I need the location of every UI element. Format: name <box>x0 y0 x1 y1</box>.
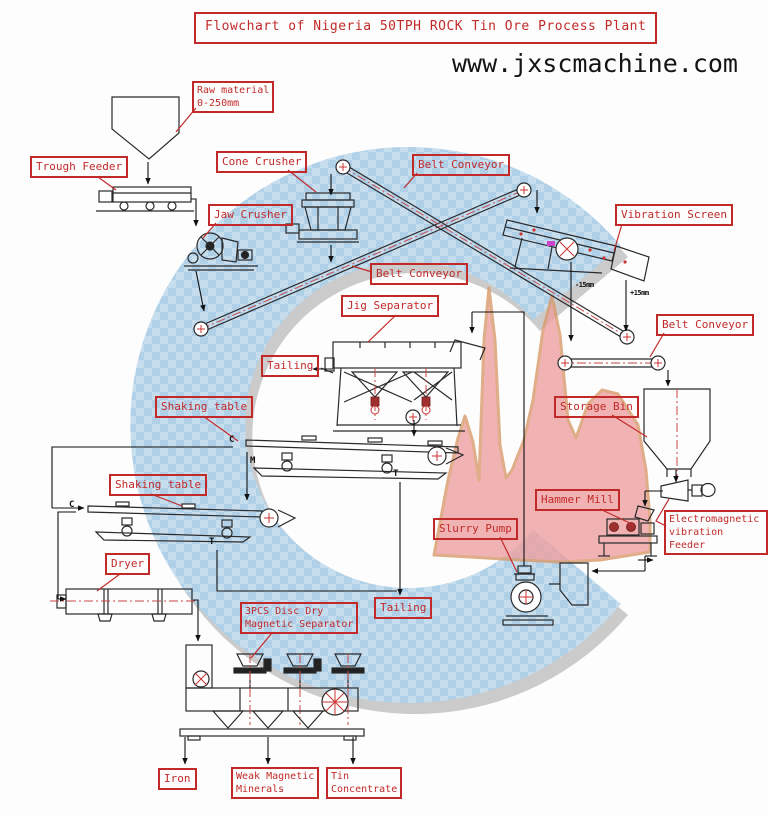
label-belt-conveyor-mid: Belt Conveyor <box>370 263 469 286</box>
website-url: www.jxscmachine.com <box>452 49 738 78</box>
disc-unit <box>331 653 365 725</box>
disc-unit <box>233 653 272 725</box>
flow-lines <box>51 162 679 765</box>
shaking-table-2-drawing <box>87 501 297 543</box>
trough-feeder-drawing <box>96 186 194 212</box>
annotation-oversize: +15mm <box>630 289 649 297</box>
slurry-pump-drawing <box>502 562 589 626</box>
label-iron: Iron <box>158 768 197 791</box>
mark-table2-concentrate: C <box>69 500 75 510</box>
annotation-undersize: -15mm <box>575 281 594 289</box>
label-raw-material: Raw material 0-250mm <box>192 81 275 113</box>
hammer-mill-drawing <box>598 505 658 557</box>
disc-unit <box>283 653 322 725</box>
vibration-screen-drawing <box>502 219 650 282</box>
label-shaking-table-1: Shaking table <box>155 396 254 419</box>
label-belt-conveyor-right: Belt Conveyor <box>656 314 755 337</box>
label-belt-conveyor-top: Belt Conveyor <box>412 154 511 177</box>
mark-table1-middling: M <box>250 456 256 466</box>
page-title: Flowchart of Nigeria 50TPH ROCK Tin Ore … <box>194 12 658 44</box>
label-weak-magnetic: Weak Magnetic Minerals <box>231 767 320 799</box>
label-slurry-pump: Slurry Pump <box>433 518 518 541</box>
jig-separator-drawing <box>320 339 486 432</box>
label-cone-crusher: Cone Crusher <box>216 151 308 174</box>
label-jig-separator: Jig Separator <box>341 295 440 318</box>
blue-c-ring <box>130 147 621 704</box>
magnetic-separator-drawing <box>179 644 365 741</box>
label-storage-bin: Storage Bin <box>554 396 639 419</box>
mark-table1-tailing: T <box>393 469 399 479</box>
belt-conveyor-1-drawing <box>193 182 532 337</box>
storage-bin-drawing <box>643 388 711 480</box>
cone-crusher-drawing <box>285 192 359 243</box>
belt-conveyor-2-drawing <box>335 159 635 345</box>
label-trough-feeder: Trough Feeder <box>30 156 129 179</box>
label-tailing-bottom: Tailing <box>374 597 433 620</box>
label-magnetic-separator: 3PCS Disc Dry Magnetic Separator <box>240 602 359 634</box>
jaw-crusher-drawing <box>184 232 258 271</box>
label-dryer: Dryer <box>105 553 151 576</box>
label-tin-concentrate: Tin Concentrate <box>326 767 403 799</box>
raw-material-hopper <box>111 96 180 160</box>
shaking-table-1-drawing <box>245 435 465 480</box>
mark-table1-concentrate: C <box>229 435 235 445</box>
label-hammer-mill: Hammer Mill <box>535 489 620 512</box>
mark-table2-tailing: T <box>209 537 215 547</box>
label-shaking-table-2: Shaking table <box>109 474 208 497</box>
label-vibration-screen: Vibration Screen <box>615 204 733 227</box>
belt-conveyor-3-drawing <box>557 355 666 371</box>
label-jaw-crusher: Jaw Crusher <box>208 204 293 227</box>
label-tailing-left: Tailing <box>261 355 320 378</box>
em-vibration-feeder-drawing <box>660 479 716 502</box>
dryer-drawing <box>50 588 198 622</box>
label-em-feeder: Electromagnetic vibration Feeder <box>664 510 768 555</box>
